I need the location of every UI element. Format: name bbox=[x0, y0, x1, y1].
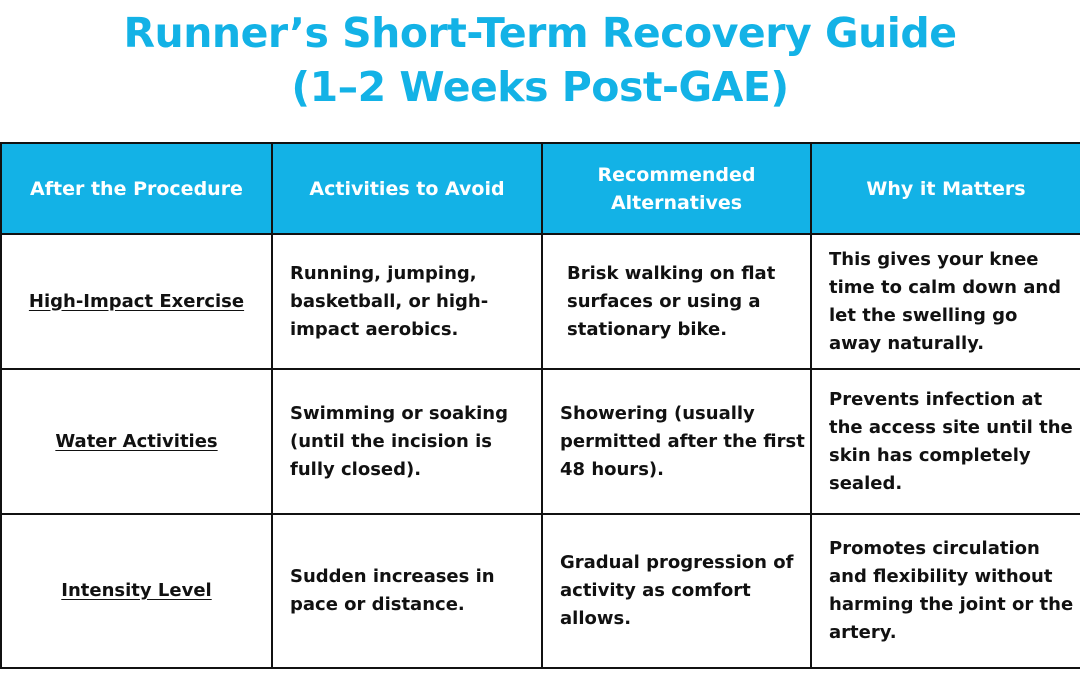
avoid-cell: Sudden increases in pace or distance. bbox=[271, 513, 543, 669]
why-text: Promotes circulation and flexibility wit… bbox=[829, 538, 1074, 643]
row-label-cell: High-Impact Exercise bbox=[0, 233, 273, 370]
why-cell: Promotes circulation and flexibility wit… bbox=[810, 513, 1080, 669]
why-cell: This gives your knee time to calm down a… bbox=[810, 233, 1080, 370]
table-row: High-Impact Exercise Running, jumping, b… bbox=[0, 233, 1080, 370]
header-recommended-alternatives: Recommended Alternatives bbox=[541, 142, 812, 235]
row-label-cell: Intensity Level bbox=[0, 513, 273, 669]
header-activities-to-avoid: Activities to Avoid bbox=[271, 142, 543, 235]
alternatives-text: Brisk walking on flat surfaces or using … bbox=[567, 262, 776, 340]
avoid-text: Sudden increases in pace or distance. bbox=[290, 566, 495, 615]
title-line-2: (1–2 Weeks Post-GAE) bbox=[291, 63, 789, 111]
why-text: This gives your knee time to calm down a… bbox=[829, 248, 1062, 354]
table-row: Intensity Level Sudden increases in pace… bbox=[0, 513, 1080, 669]
alternatives-text: Gradual progression of activity as comfo… bbox=[560, 552, 794, 629]
why-text: Prevents infection at the access site un… bbox=[829, 388, 1073, 494]
row-label: Water Activities bbox=[55, 430, 218, 452]
recovery-table: After the Procedure Activities to Avoid … bbox=[0, 142, 1080, 669]
row-label: High-Impact Exercise bbox=[28, 290, 245, 312]
alternatives-cell: Gradual progression of activity as comfo… bbox=[541, 513, 812, 669]
page-title: Runner’s Short-Term Recovery Guide (1–2 … bbox=[0, 6, 1080, 114]
avoid-cell: Swimming or soaking (until the incision … bbox=[271, 368, 543, 515]
row-label: Intensity Level bbox=[61, 580, 212, 601]
why-cell: Prevents infection at the access site un… bbox=[810, 368, 1080, 515]
avoid-text: Swimming or soaking (until the incision … bbox=[290, 402, 508, 480]
alternatives-text: Showering (usually permitted after the f… bbox=[560, 402, 805, 480]
table-row: Water Activities Swimming or soaking (un… bbox=[0, 368, 1080, 515]
alternatives-cell: Showering (usually permitted after the f… bbox=[541, 368, 812, 515]
header-why-it-matters: Why it Matters bbox=[810, 142, 1080, 235]
alternatives-cell: Brisk walking on flat surfaces or using … bbox=[541, 233, 812, 370]
header-recommended-alternatives-text: Recommended Alternatives bbox=[597, 163, 756, 214]
avoid-cell: Running, jumping, basketball, or high-im… bbox=[271, 233, 543, 370]
row-label-cell: Water Activities bbox=[0, 368, 273, 515]
table-header-row: After the Procedure Activities to Avoid … bbox=[0, 142, 1080, 235]
header-after-procedure: After the Procedure bbox=[0, 142, 273, 235]
title-line-1: Runner’s Short-Term Recovery Guide bbox=[123, 9, 957, 57]
avoid-text: Running, jumping, basketball, or high-im… bbox=[290, 262, 489, 340]
